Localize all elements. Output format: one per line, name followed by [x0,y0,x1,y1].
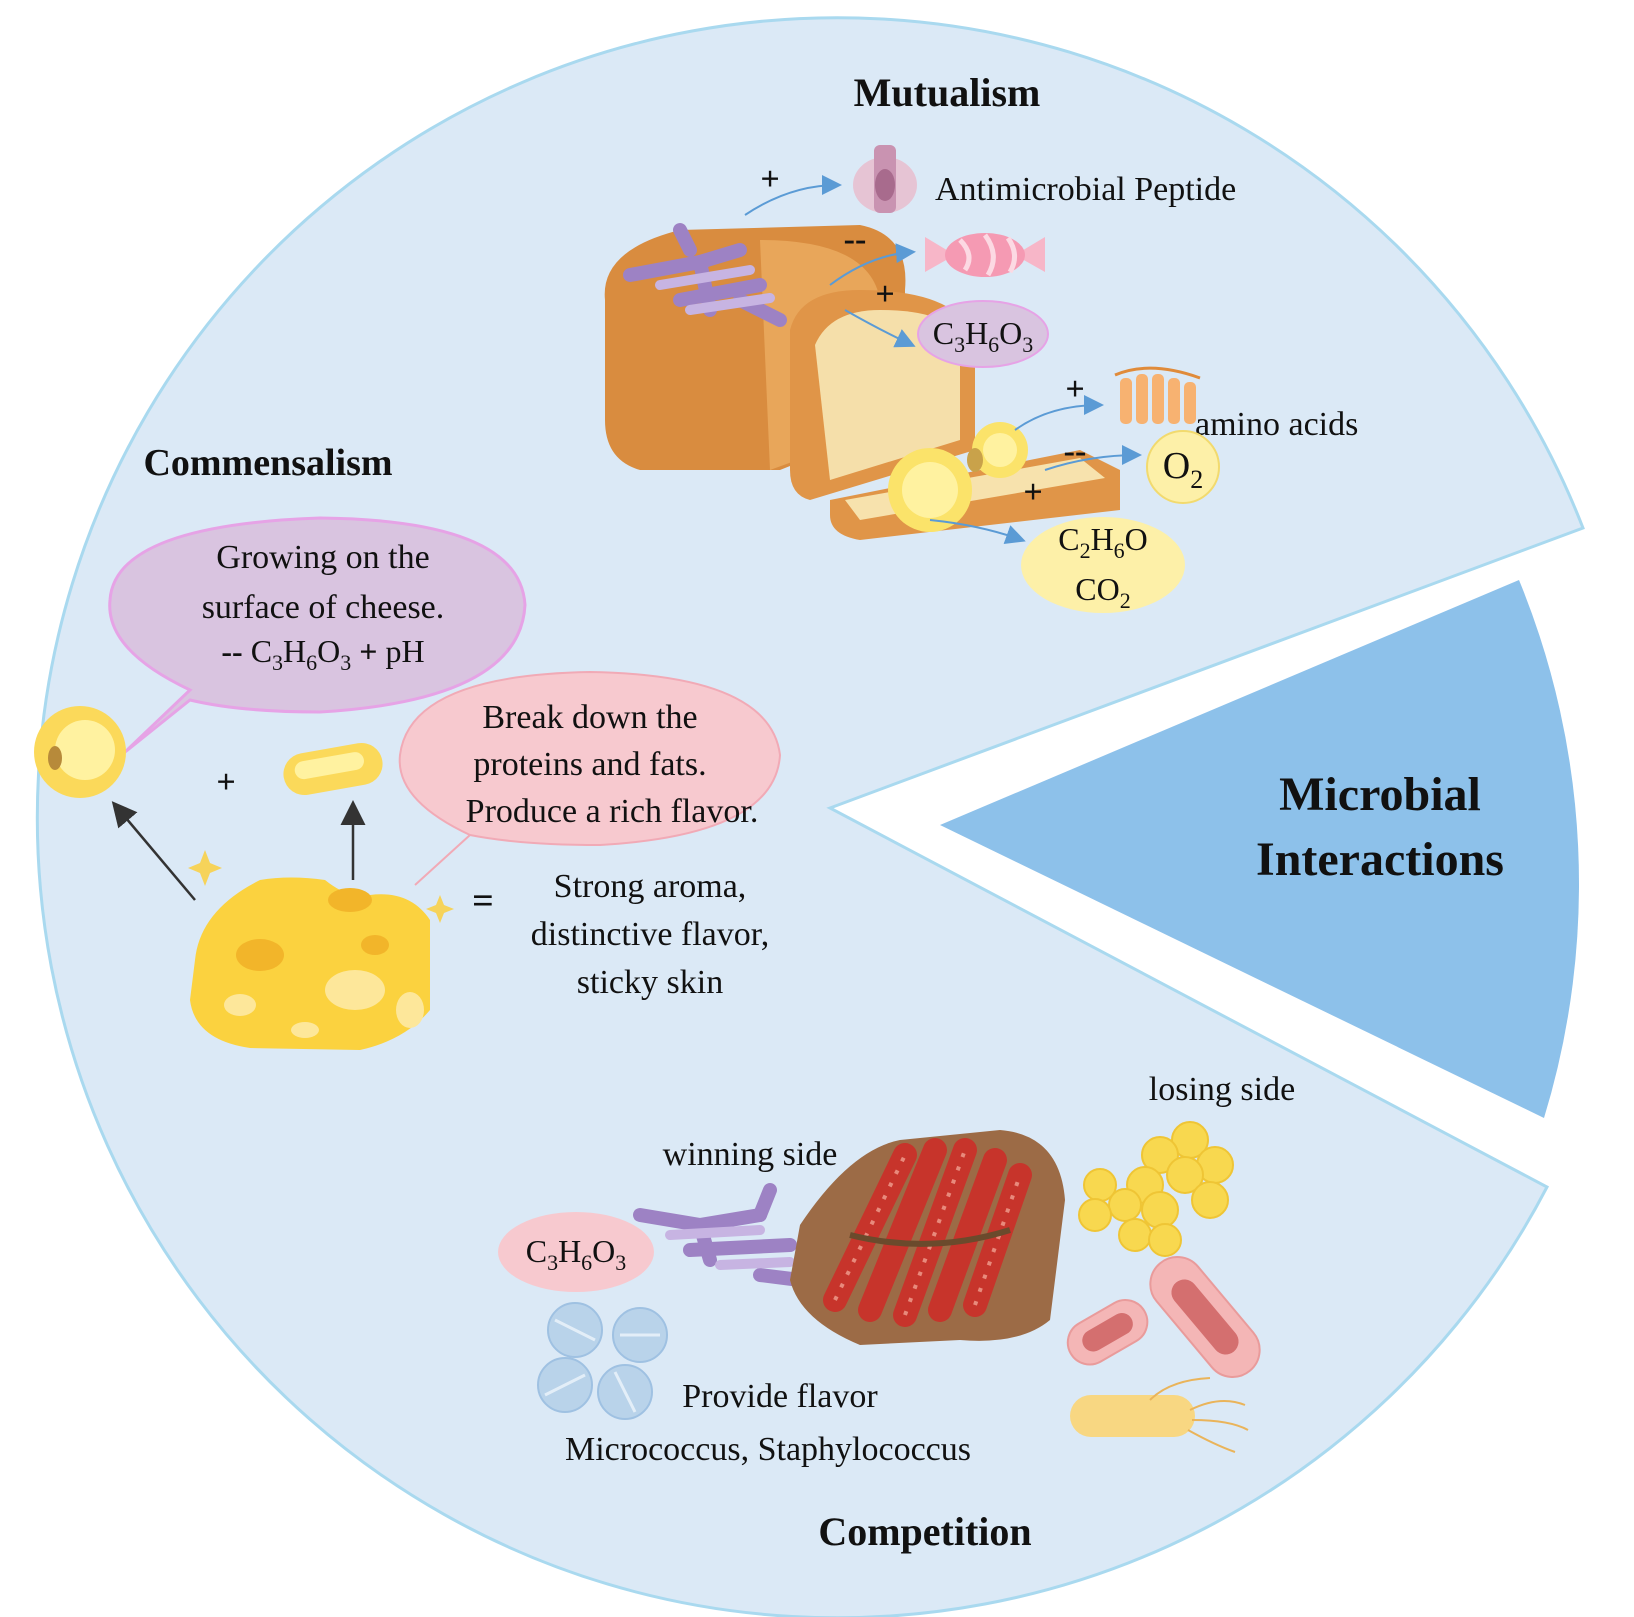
amino-arrow [1014,395,1104,431]
ethanol-oval [1021,517,1185,613]
result-line1: Strong aroma, [554,868,747,905]
result-line3: sticky skin [577,964,723,1001]
ethanol-sign: + [1023,474,1042,511]
commensal-equals: = [472,880,494,922]
center-title-line1: Microbial [1279,768,1481,821]
peptide-sign: + [760,161,779,198]
sparkle-icon [188,850,454,923]
center-wedge [940,580,1579,1118]
flagellated-bacterium-icon [1070,1377,1249,1453]
candy-arrow [829,243,916,286]
genera-label: Micrococcus, Staphylococcus [565,1431,971,1468]
flavor-bubble-line3: Produce a rich flavor. [466,793,759,830]
cheese-to-yeast-arrow [111,801,196,901]
flavor-bubble-line2: proteins and fats. [473,746,706,783]
surface-bubble-line2: surface of cheese. [202,589,445,626]
yeast-icon [34,706,126,798]
rod-bacterium-icon [283,742,383,796]
winning-label: winning side [663,1136,838,1173]
yeast-icon [888,422,1028,532]
mutualism-title: Mutualism [854,70,1041,115]
candy-icon [925,233,1045,277]
protein-helix-icon [1114,366,1201,424]
surface-bubble [108,516,527,754]
peptide-label: Antimicrobial Peptide [935,171,1236,208]
surface-bubble-line1: Growing on the [216,539,429,576]
flavor-bubble-line1: Break down the [482,699,697,736]
peptide-arrow [744,175,842,216]
amino-sign: + [1065,371,1084,408]
co2-formula: CO2 [1075,571,1130,613]
competition-lactic-oval [498,1212,654,1292]
peptide-icon [853,145,917,213]
pie-background [35,16,1585,1617]
ethanol-formula: C2H6O [1058,521,1148,563]
center-title-line2: Interactions [1256,833,1504,886]
competition-title: Competition [818,1509,1031,1554]
commensalism-title: Commensalism [143,442,392,484]
sausage-icon [790,1130,1065,1345]
o2-circle [1146,430,1220,504]
lactic-oval [917,300,1049,368]
lactic-arrow [844,309,916,348]
ethanol-arrow [929,519,1026,545]
losing-label: losing side [1149,1071,1295,1108]
result-line2: distinctive flavor, [531,916,769,953]
competition-lactic-formula: C3H6O3 [526,1233,627,1275]
lactic-sign: + [875,276,894,313]
o2-formula: O2 [1163,445,1203,494]
candy-sign: -- [844,221,867,258]
flavor-label: Provide flavor [682,1378,878,1415]
cocci-cluster-icon [1078,1121,1234,1257]
cheese-icon [190,877,430,1050]
o2-arrow [1044,445,1142,471]
rod-bacterium-icon [1066,1256,1261,1378]
lactic-formula: C3H6O3 [933,315,1034,357]
commensal-plus: + [216,764,235,801]
amino-label: amino acids [1195,406,1358,443]
flavor-bubble [398,670,782,886]
surface-bubble-formula-line: -- C3H6O3 + pH [221,633,424,675]
